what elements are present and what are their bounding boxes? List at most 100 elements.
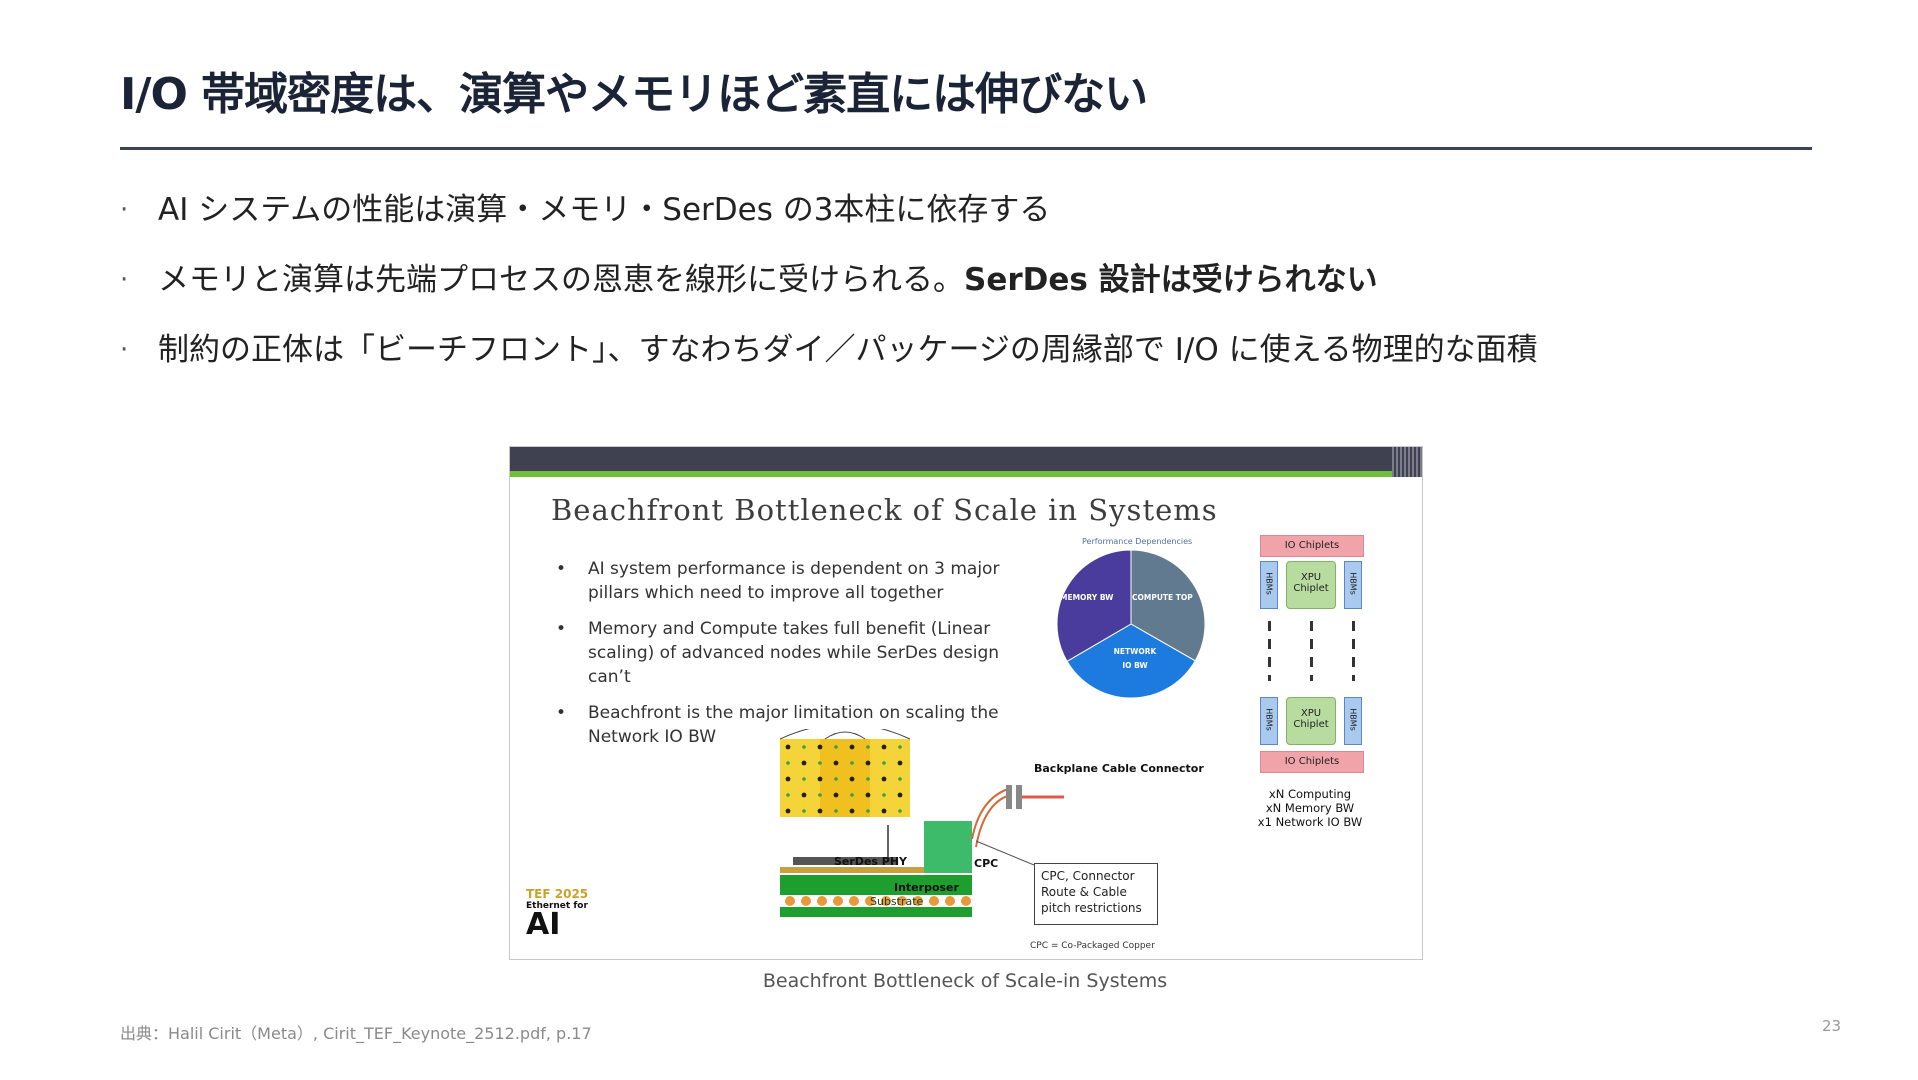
- bullet-emphasis: SerDes 設計は受けられない: [964, 262, 1378, 298]
- bump-dot: [833, 792, 839, 798]
- restrictions-callout: CPC, Connector Route & Cable pitch restr…: [1034, 863, 1158, 925]
- io-chiplets-top: IO Chiplets: [1260, 535, 1364, 557]
- solder-ball: [897, 896, 907, 906]
- solder-ball: [881, 896, 891, 906]
- page-number: 23: [1822, 1017, 1842, 1035]
- bump-dot: [881, 744, 887, 750]
- interposer-label: Interposer: [894, 881, 959, 894]
- bump-dot: [834, 809, 838, 813]
- tef-2025-logo: TEF 2025 Ethernet for AI: [526, 887, 589, 942]
- pie-slice: [1066, 623, 1196, 699]
- bump-dot: [882, 793, 886, 797]
- continuation-dashes: [1310, 621, 1313, 681]
- bump-dot: [785, 744, 791, 750]
- figure-bullet-text: Beachfront is the major limitation on sc…: [588, 703, 999, 747]
- bump-dot: [833, 760, 839, 766]
- figure-bullet-text: Memory and Compute takes full benefit (L…: [588, 619, 1000, 687]
- bump-dot: [897, 760, 903, 766]
- bullet-item: · AI システムの性能は演算・メモリ・SerDes の3本柱に依存する: [120, 190, 1538, 260]
- figure-title: Beachfront Bottleneck of Scale in System…: [551, 493, 1218, 527]
- solder-ball: [913, 896, 923, 906]
- bump-dot: [865, 792, 871, 798]
- bullet-list: · AI システムの性能は演算・メモリ・SerDes の3本柱に依存する · メ…: [120, 190, 1538, 400]
- bump-dot: [786, 761, 790, 765]
- continuation-dashes: [1268, 621, 1271, 681]
- xpu-chiplet-bottom: XPU Chiplet: [1286, 697, 1336, 745]
- title-divider: [120, 147, 1812, 150]
- bullet-item: · 制約の正体は「ビーチフロント」、すなわちダイ／パッケージの周縁部で I/O …: [120, 330, 1538, 400]
- bump-dot: [801, 792, 807, 798]
- continuation-dashes: [1352, 621, 1355, 681]
- solder-ball: [817, 896, 827, 906]
- cpc-label: CPC: [974, 857, 999, 870]
- solder-ball: [833, 896, 843, 906]
- io-chiplet-diagram: IO Chiplets HBMs XPU Chiplet HBMs HBMs X…: [1260, 535, 1380, 805]
- bump-dot: [881, 808, 887, 814]
- hbm-right-top: HBMs: [1344, 561, 1362, 609]
- figure-header-bar: [510, 447, 1422, 471]
- hbm-left-top: HBMs: [1260, 561, 1278, 609]
- source-citation: 出典：Halil Cirit（Meta）, Cirit_TEF_Keynote_…: [120, 1024, 592, 1043]
- figure-header-stripes: [1392, 447, 1422, 477]
- solder-ball: [849, 896, 859, 906]
- bump-dot: [786, 793, 790, 797]
- scaling-notes: xN Computing xN Memory BW x1 Network IO …: [1257, 787, 1363, 829]
- bump-dot: [866, 809, 870, 813]
- bump-dot: [802, 745, 806, 749]
- bullet-item: · メモリと演算は先端プロセスの恩恵を線形に受けられる。SerDes 設計は受け…: [120, 260, 1538, 330]
- bump-dot: [818, 761, 822, 765]
- bump-dot: [817, 808, 823, 814]
- serdes-phy-label: SerDes PHY: [834, 855, 908, 868]
- figure-bullet-list: •AI system performance is dependent on 3…: [556, 557, 1006, 761]
- bullet-marker: ·: [120, 195, 129, 225]
- bump-dot: [866, 745, 870, 749]
- solder-ball: [785, 896, 795, 906]
- bump-dot: [897, 792, 903, 798]
- xpu-chiplet-top: XPU Chiplet: [1286, 561, 1336, 609]
- solder-ball: [865, 896, 875, 906]
- substrate-label: Substrate: [870, 895, 924, 908]
- bump-dot: [849, 776, 855, 782]
- bump-dot: [785, 776, 791, 782]
- slide-title: I/O 帯域密度は、演算やメモリほど素直には伸びない: [120, 69, 1148, 120]
- bullet-text: メモリと演算は先端プロセスの恩恵を線形に受けられる。: [158, 262, 964, 298]
- performance-pie-chart: [1056, 549, 1206, 699]
- solder-ball: [801, 896, 811, 906]
- bullet-marker: ·: [120, 335, 129, 365]
- bullet-text: AI システムの性能は演算・メモリ・SerDes の3本柱に依存する: [158, 192, 1051, 228]
- solder-ball: [945, 896, 955, 906]
- bump-dot: [898, 809, 902, 813]
- embedded-slide-figure: Beachfront Bottleneck of Scale in System…: [509, 446, 1423, 960]
- pie-title: Performance Dependencies: [1082, 537, 1193, 546]
- figure-bullet: •Beachfront is the major limitation on s…: [556, 701, 1006, 749]
- figure-accent-bar: [510, 471, 1422, 477]
- bump-dot: [849, 744, 855, 750]
- figure-bullet: •AI system performance is dependent on 3…: [556, 557, 1006, 605]
- bump-dot: [802, 809, 806, 813]
- bump-dot: [818, 793, 822, 797]
- figure-bullet-text: AI system performance is dependent on 3 …: [588, 559, 1000, 603]
- bump-dot: [817, 744, 823, 750]
- pie-slice: [1056, 549, 1132, 662]
- figure-bullet: •Memory and Compute takes full benefit (…: [556, 617, 1006, 689]
- bump-dot: [785, 808, 791, 814]
- solder-ball: [929, 896, 939, 906]
- hbm-left-bottom: HBMs: [1260, 697, 1278, 745]
- bump-dot: [850, 793, 854, 797]
- bump-dot: [882, 761, 886, 765]
- pie-slice: [1130, 549, 1206, 662]
- pie-label-compute: COMPUTE TOP: [1132, 593, 1193, 602]
- figure-caption: Beachfront Bottleneck of Scale-in System…: [762, 970, 1168, 992]
- package-cross-section: [780, 729, 1064, 917]
- hbm-right-bottom: HBMs: [1344, 697, 1362, 745]
- bump-dot: [834, 777, 838, 781]
- bullet-marker: ·: [120, 265, 129, 295]
- bump-dot: [834, 745, 838, 749]
- bump-dot: [849, 808, 855, 814]
- bump-dot: [850, 761, 854, 765]
- bump-dot: [898, 777, 902, 781]
- bump-dot: [898, 745, 902, 749]
- pie-label-memory: MEMORY BW: [1060, 593, 1114, 602]
- bump-dot: [802, 777, 806, 781]
- cpc-footnote: CPC = Co-Packaged Copper: [1030, 941, 1155, 951]
